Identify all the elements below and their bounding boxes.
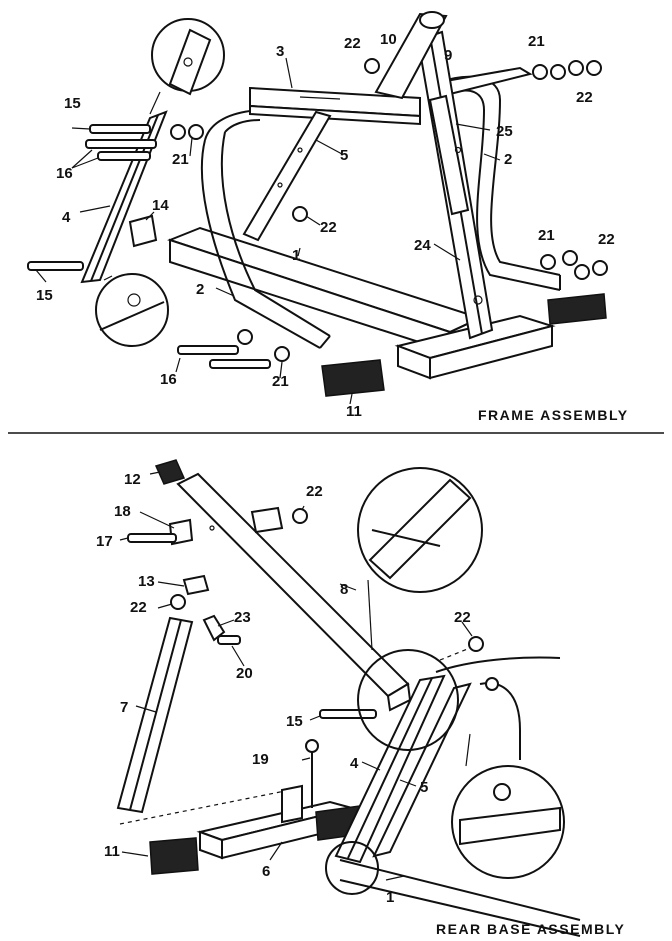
rear-base-assembly: 12 22 18 17 13 22 23 20 8 22 7 15 19 4 5… <box>96 459 625 937</box>
label-part-22: 22 <box>576 89 593 106</box>
label-part-15: 15 <box>64 95 81 112</box>
label-part-22: 22 <box>454 609 471 626</box>
label-part-4: 4 <box>62 209 71 226</box>
label-part-13: 13 <box>138 573 155 590</box>
label-part-2: 2 <box>504 151 512 168</box>
label-part-16: 16 <box>160 371 177 388</box>
label-part-9: 9 <box>444 47 452 64</box>
rear-base-foot <box>149 739 363 875</box>
label-part-22: 22 <box>320 219 337 236</box>
cap-12 <box>154 459 186 485</box>
frame-detail-callouts <box>95 18 225 347</box>
label-part-2: 2 <box>196 281 204 298</box>
end-caps <box>128 214 607 397</box>
top-crossbar <box>249 86 421 126</box>
bolt-bracket-set <box>127 506 308 546</box>
frame-part-labels: 15 16 4 15 14 21 3 22 10 9 21 22 25 5 2 … <box>36 31 615 420</box>
label-part-7: 7 <box>120 699 128 716</box>
frame-section <box>319 636 581 937</box>
label-part-3: 3 <box>276 43 284 60</box>
label-part-5: 5 <box>420 779 428 796</box>
rear-post <box>116 616 194 814</box>
label-part-18: 18 <box>114 503 131 520</box>
small-parts <box>170 574 241 645</box>
label-part-11: 11 <box>104 843 120 860</box>
rear-detail-callouts <box>325 467 565 895</box>
label-part-22: 22 <box>344 35 361 52</box>
nut-set <box>170 58 608 362</box>
label-part-16: 16 <box>56 165 73 182</box>
label-part-4: 4 <box>350 755 359 772</box>
top-bracket <box>374 11 448 100</box>
label-part-6: 6 <box>262 863 270 880</box>
frame-assembly-title: FRAME ASSEMBLY <box>478 407 629 423</box>
left-u-frame <box>200 109 331 349</box>
label-part-23: 23 <box>234 609 251 626</box>
label-part-15: 15 <box>286 713 303 730</box>
label-part-22: 22 <box>306 483 323 500</box>
diagonal-strut <box>242 110 332 242</box>
rear-part-labels: 12 22 18 17 13 22 23 20 8 22 7 15 19 4 5… <box>96 471 471 906</box>
label-part-12: 12 <box>124 471 141 488</box>
label-part-14: 14 <box>152 197 169 214</box>
label-part-1: 1 <box>386 889 394 906</box>
diagonal-support-tube <box>176 472 412 712</box>
frame-assembly: 15 16 4 15 14 21 3 22 10 9 21 22 25 5 2 … <box>27 11 629 423</box>
label-part-22: 22 <box>598 231 615 248</box>
label-part-25: 25 <box>496 123 513 140</box>
label-part-11: 11 <box>346 403 362 420</box>
label-part-8: 8 <box>340 581 348 598</box>
label-part-24: 24 <box>414 237 431 254</box>
label-part-15: 15 <box>36 287 53 304</box>
rear-leader-lines <box>119 471 473 881</box>
label-part-17: 17 <box>96 533 113 550</box>
label-part-19: 19 <box>252 751 269 768</box>
label-part-21: 21 <box>528 33 545 50</box>
label-part-20: 20 <box>236 665 253 682</box>
main-upright <box>416 30 494 340</box>
label-part-1: 1 <box>292 247 300 264</box>
label-part-21: 21 <box>538 227 555 244</box>
label-part-10: 10 <box>380 31 397 48</box>
label-part-21: 21 <box>272 373 289 390</box>
label-part-21: 21 <box>172 151 189 168</box>
dashed-alignment-line <box>119 787 301 825</box>
rear-base-assembly-title: REAR BASE ASSEMBLY <box>436 921 625 937</box>
bolt-set <box>27 124 271 369</box>
label-part-5: 5 <box>340 147 348 164</box>
frame-leader-lines <box>35 57 501 405</box>
label-part-22: 22 <box>130 599 147 616</box>
